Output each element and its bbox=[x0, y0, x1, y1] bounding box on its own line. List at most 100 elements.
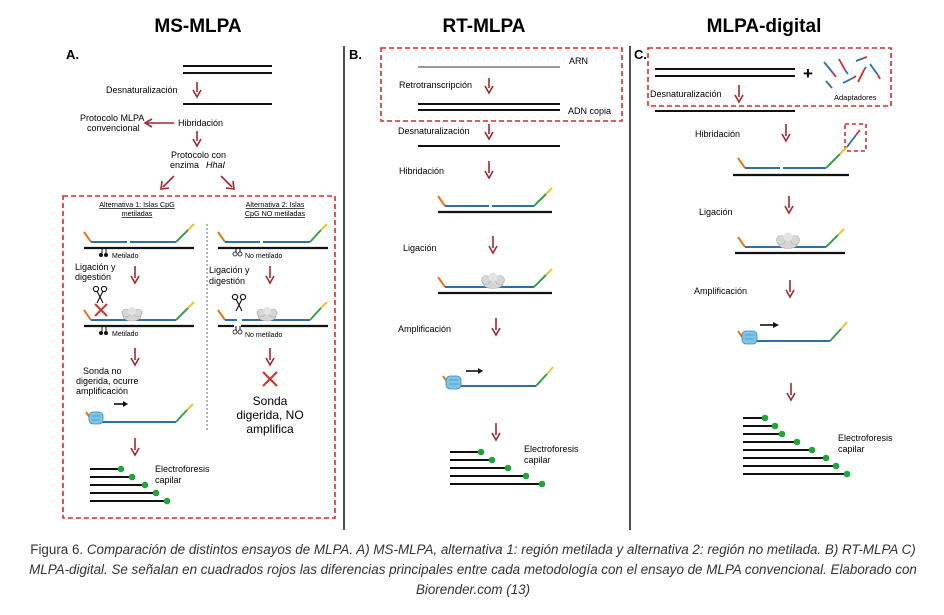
caption-text: Comparación de distintos ensayos de MLPA… bbox=[29, 542, 917, 597]
dig-hibridacion-label: Hibridación bbox=[695, 129, 740, 139]
alt1-metilado-2: Metilado bbox=[112, 331, 139, 338]
ms-hibridacion-label: Hibridación bbox=[178, 118, 223, 128]
rt-arn-label: ARN bbox=[569, 56, 588, 66]
scissors-icon bbox=[231, 293, 247, 312]
panel-title-mlpa-digital: MLPA-digital bbox=[707, 16, 822, 37]
polymerase-icon bbox=[741, 330, 758, 345]
dig-ligacion-label: Ligación bbox=[699, 207, 733, 217]
methyl-marks bbox=[99, 248, 108, 257]
difference-box-dig bbox=[647, 47, 892, 107]
mlpa-comparison-diagram: MS-MLPA RT-MLPA MLPA-digital A. Desnatur… bbox=[62, 16, 893, 530]
cross-icon bbox=[262, 371, 278, 387]
ms-protocolo-conv-2: convencional bbox=[87, 123, 140, 133]
alt1-metilado-1: Metilado bbox=[112, 253, 139, 260]
difference-box-ms bbox=[62, 195, 336, 519]
difference-box-adapter bbox=[844, 123, 867, 152]
panel-a: A. Desnaturalización Protocolo MLPA conv… bbox=[62, 47, 336, 519]
polymerase-arrow bbox=[466, 368, 483, 374]
alt2-ligacion-2: digestión bbox=[209, 276, 245, 286]
sonda-digerida-2: digerida, NO bbox=[236, 408, 303, 422]
alt1-title-1: Alternativa 1: Islas CpG bbox=[99, 200, 175, 209]
rt-ligacion-label: Ligación bbox=[403, 243, 437, 253]
dig-electroforesis-2: capilar bbox=[838, 444, 865, 454]
alt2-ligacion-1: Ligación y bbox=[209, 265, 250, 275]
down-arrow bbox=[192, 131, 202, 148]
electrophoresis-bands bbox=[450, 448, 546, 488]
down-arrow bbox=[484, 124, 494, 141]
alt2-title-2: CpG NO metiladas bbox=[245, 209, 306, 218]
sonda-no-digerida-3: amplificación bbox=[76, 386, 128, 396]
dig-electroforesis-1: Electroforesis bbox=[838, 433, 893, 443]
down-arrow bbox=[484, 78, 494, 95]
ms-enzima-name: HhaI bbox=[206, 160, 226, 170]
alt2-title-1: Alternativa 2: Islas bbox=[246, 200, 305, 209]
methyl-marks bbox=[99, 326, 108, 335]
polymerase-icon bbox=[445, 375, 462, 390]
ligase-icon bbox=[481, 272, 505, 289]
unmethylated-marks bbox=[232, 248, 243, 257]
dig-desnat-label: Desnaturalización bbox=[650, 89, 722, 99]
down-arrow bbox=[734, 85, 744, 104]
down-arrow bbox=[484, 161, 494, 180]
down-arrow bbox=[265, 348, 275, 367]
down-arrow bbox=[192, 82, 202, 99]
rt-electroforesis-1: Electroforesis bbox=[524, 444, 579, 454]
alt2-no-metilado-2: No metilado bbox=[245, 332, 282, 339]
down-arrow bbox=[491, 423, 501, 442]
down-arrow bbox=[130, 266, 140, 285]
sonda-digerida-1: Sonda bbox=[253, 394, 288, 408]
rt-amplificacion-label: Amplificación bbox=[398, 324, 451, 334]
panel-c: C. + Adaptadores Desnaturalización Hibri… bbox=[634, 47, 893, 478]
diagonal-arrow bbox=[160, 175, 175, 190]
rt-hibridacion-label: Hibridación bbox=[399, 166, 444, 176]
alt2-no-metilado-1: No metilado bbox=[245, 253, 282, 260]
panel-letter-a: A. bbox=[66, 47, 79, 62]
dig-adaptadores-label: Adaptadores bbox=[834, 93, 877, 102]
ligase-icon bbox=[121, 307, 143, 322]
panel-letter-c: C. bbox=[634, 47, 647, 62]
down-arrow bbox=[130, 348, 140, 367]
down-arrow bbox=[785, 280, 795, 299]
down-arrow bbox=[265, 266, 275, 285]
caption-label: Figura 6. bbox=[30, 542, 87, 557]
dig-plus: + bbox=[803, 64, 813, 83]
diagonal-arrow bbox=[220, 175, 235, 190]
rt-electroforesis-2: capilar bbox=[524, 455, 551, 465]
left-arrow bbox=[143, 118, 174, 128]
scissors-icon bbox=[92, 285, 108, 304]
adaptadores-icon bbox=[823, 56, 881, 89]
electrophoresis-bands bbox=[743, 414, 851, 478]
down-arrow bbox=[130, 438, 140, 457]
alt1-ligacion-2: digestión bbox=[75, 272, 111, 282]
panel-title-rt-mlpa: RT-MLPA bbox=[442, 16, 525, 37]
rt-desnat-label: Desnaturalización bbox=[398, 126, 470, 136]
ligase-icon bbox=[256, 307, 278, 322]
panel-title-ms-mlpa: MS-MLPA bbox=[154, 16, 242, 37]
difference-box-rt bbox=[380, 47, 623, 122]
down-arrow bbox=[784, 196, 794, 215]
ms-electroforesis-2: capilar bbox=[155, 475, 182, 485]
down-arrow bbox=[488, 236, 498, 255]
alt1-ligacion-1: Ligación y bbox=[75, 262, 116, 272]
down-arrow bbox=[781, 124, 791, 143]
sonda-no-digerida-2: digerida, ocurre bbox=[76, 376, 139, 386]
polymerase-arrow bbox=[114, 401, 128, 407]
polymerase-arrow bbox=[760, 322, 779, 328]
unmethylated-marks bbox=[232, 326, 243, 335]
panel-b: B. ARN Retrotranscripción ADN copia Desn… bbox=[349, 47, 623, 488]
electrophoresis-bands bbox=[90, 465, 171, 505]
rt-adn-copia-label: ADN copia bbox=[568, 106, 611, 116]
sonda-no-digerida-1: Sonda no bbox=[83, 366, 122, 376]
sonda-digerida-3: amplifica bbox=[246, 422, 294, 436]
ms-electroforesis-1: Electroforesis bbox=[155, 464, 210, 474]
alt1-title-2: metiladas bbox=[122, 209, 153, 218]
ms-protocolo-enzima-1: Protocolo con bbox=[171, 150, 226, 160]
panel-letter-b: B. bbox=[349, 47, 362, 62]
rt-retro-label: Retrotranscripción bbox=[399, 80, 472, 90]
down-arrow bbox=[491, 318, 501, 337]
cross-icon bbox=[94, 303, 108, 317]
ms-protocolo-conv-1: Protocolo MLPA bbox=[80, 113, 144, 123]
polymerase-icon bbox=[88, 411, 104, 425]
ms-desnat-label: Desnaturalización bbox=[106, 85, 178, 95]
ms-protocolo-enzima-2: enzima bbox=[170, 160, 199, 170]
